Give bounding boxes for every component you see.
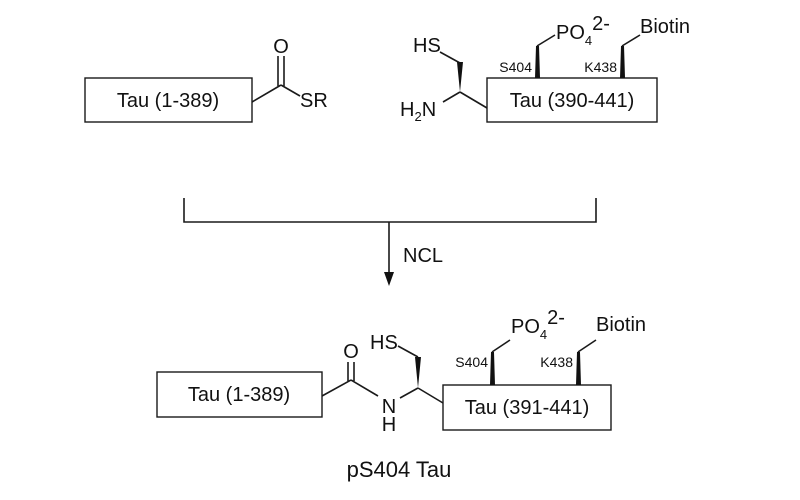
amide-oxygen: O [343, 341, 359, 363]
tau-390-441-box [486, 77, 658, 123]
bond-s-ch2 [439, 51, 461, 64]
bond-box-amide-c [321, 379, 352, 397]
product-wedge-k438 [576, 352, 581, 385]
site-s404-label: S404 [499, 59, 532, 75]
product-site-s404-label: S404 [455, 354, 488, 370]
biotin-label: Biotin [640, 16, 690, 38]
reaction-arrow: NCL [183, 198, 597, 286]
tau-391-441-label: Tau (391-441) [465, 397, 590, 419]
bond-calpha-box-2 [417, 387, 444, 404]
product-phosphate-label: PO42- [511, 307, 565, 342]
carbonyl-oxygen: O [273, 36, 289, 58]
ncl-label: NCL [403, 245, 443, 267]
amine-h2n: H2N [400, 99, 436, 124]
product-biotin-label: Biotin [596, 314, 646, 336]
tau-1-389-box [84, 77, 253, 123]
reactant-2-cys-peptide: HS H2N Tau (390-441) S404 PO42- K438 Bio… [400, 13, 690, 124]
product-ps404-tau: Tau (1-389) O N H HS Tau (391-441) S404 … [156, 307, 646, 482]
reactant-1-thioester: Tau (1-389) O SR [84, 36, 328, 123]
arrow-head-icon [384, 272, 394, 286]
bond-box-carbonyl [251, 84, 282, 103]
reactant-bracket [183, 198, 597, 223]
cys-thiol-hs: HS [413, 35, 441, 57]
tau-391-441-box [442, 384, 612, 431]
product-tau-1-389-label: Tau (1-389) [188, 384, 290, 406]
product-thiol-hs: HS [370, 332, 398, 354]
product-wedge-s404 [490, 352, 495, 385]
phosphate-label: PO42- [556, 13, 610, 48]
tau-1-389-label: Tau (1-389) [117, 90, 219, 112]
wedge-bond-calpha [457, 62, 463, 92]
product-bond-k438-biotin [577, 339, 597, 353]
bond-k438-biotin [621, 34, 641, 47]
site-k438-label: K438 [584, 59, 617, 75]
wedge-k438 [620, 46, 625, 78]
thioester-sr: SR [300, 90, 328, 112]
product-wedge-calpha [415, 357, 421, 388]
amide-n: N [382, 396, 396, 418]
product-caption: pS404 Tau [347, 457, 452, 482]
tau-390-441-label: Tau (390-441) [510, 90, 635, 112]
bond-s404-phosphate [536, 34, 556, 47]
product-bond-s404-phosphate [491, 339, 511, 353]
bond-c-n [350, 379, 379, 397]
bond-calpha-n [442, 91, 461, 103]
product-site-k438-label: K438 [540, 354, 573, 370]
wedge-s404 [535, 46, 540, 78]
product-tau-1-389-box [156, 371, 323, 418]
bond-ch2-s [397, 345, 419, 358]
bond-calpha-box [459, 91, 488, 109]
amide-h: H [382, 414, 396, 436]
bond-n-calpha [399, 387, 419, 399]
bond-carbonyl-sulfur [280, 84, 301, 97]
